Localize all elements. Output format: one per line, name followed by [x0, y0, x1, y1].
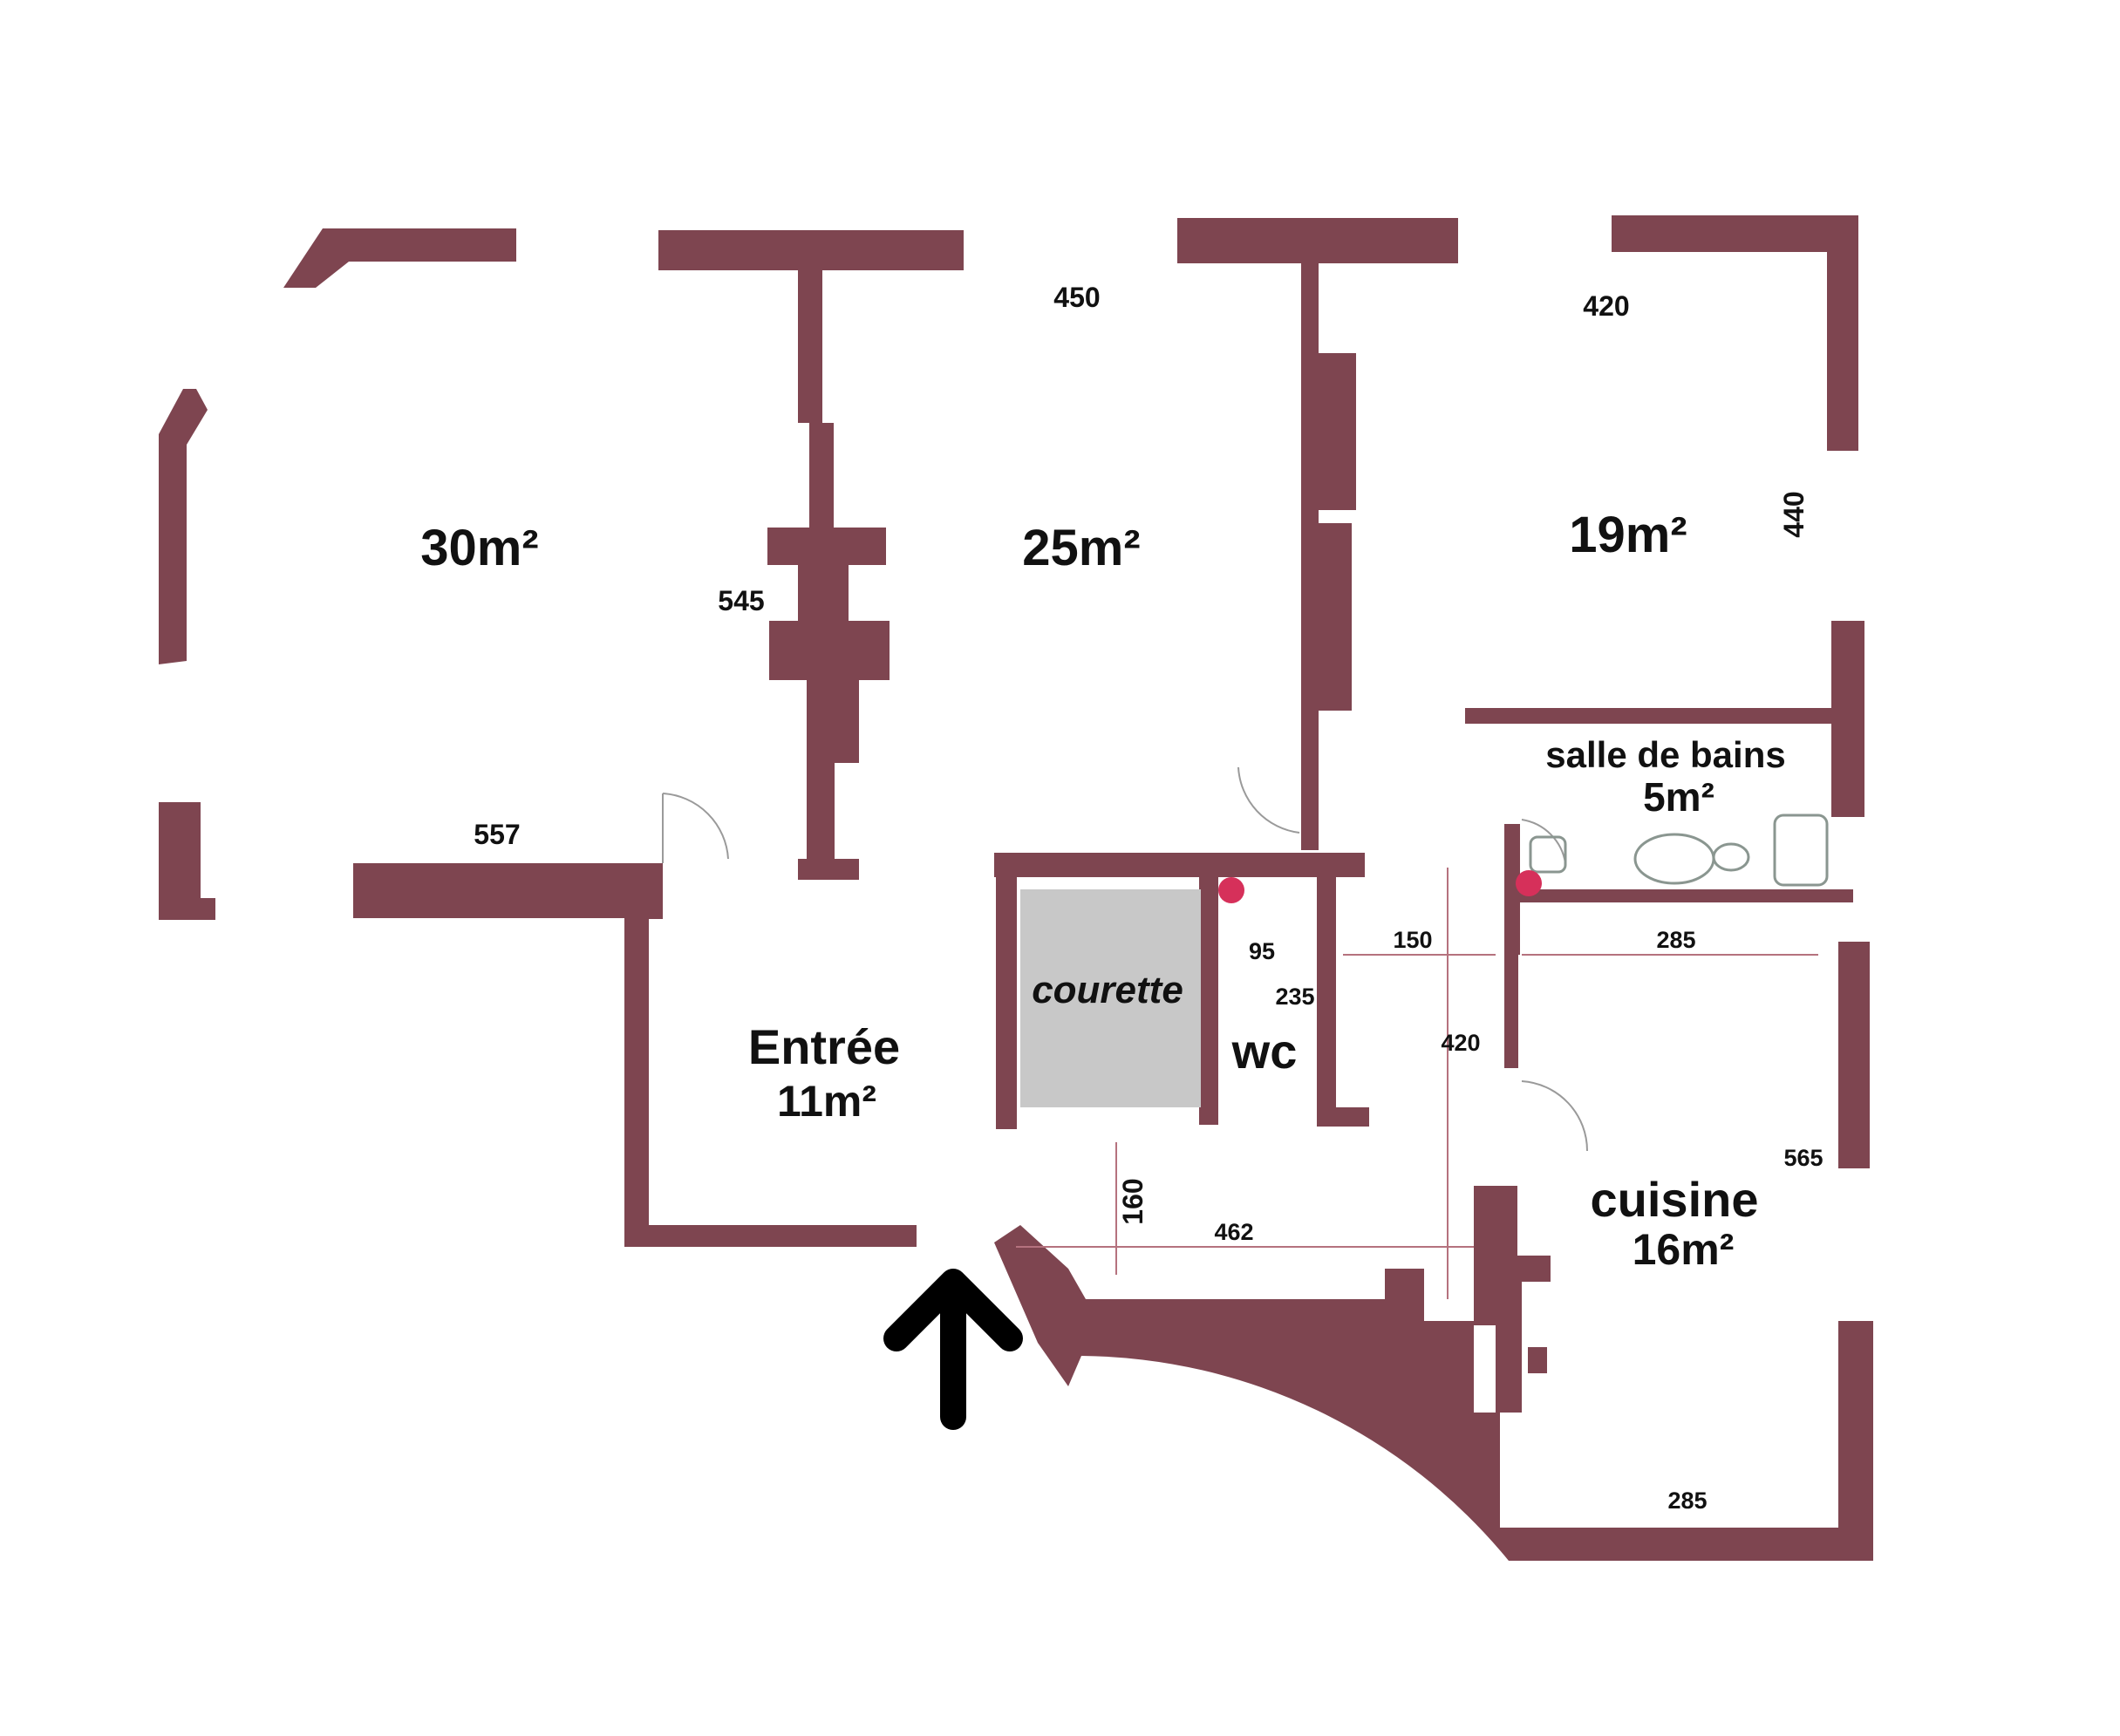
courette-label: courette — [1032, 969, 1183, 1011]
wall-wc-right — [1317, 872, 1336, 1125]
room-30-area: 30m² — [420, 520, 538, 576]
wall-pillar-2 — [769, 621, 890, 680]
dim-235: 235 — [1275, 984, 1314, 1010]
wall-kitchen-left-lower — [1496, 1282, 1522, 1413]
dim-557: 557 — [474, 819, 520, 850]
wall-kitchen-left-upper — [1504, 902, 1518, 1068]
dim-285-mid: 285 — [1656, 927, 1695, 953]
bath-fixtures — [1529, 814, 1829, 887]
dim-450: 450 — [1053, 282, 1100, 313]
wall-courette-top — [994, 853, 1365, 877]
room-19-area: 19m² — [1569, 507, 1687, 563]
dim-95: 95 — [1249, 938, 1275, 964]
wall-partition-2-bump — [1312, 353, 1356, 510]
wall-bottom-room1 — [353, 863, 663, 918]
wall-kitchen-small — [1528, 1347, 1547, 1373]
dim-440: 440 — [1778, 491, 1810, 537]
bathtub-icon — [1773, 814, 1829, 887]
dim-462: 462 — [1214, 1219, 1253, 1245]
wc-label: wc — [1231, 1024, 1298, 1079]
doors — [662, 766, 1589, 1152]
wall-partition-2-bump2 — [1312, 523, 1352, 711]
wall-right-lower — [1838, 1321, 1873, 1561]
courette-area — [1020, 889, 1201, 1107]
wall-partition-1 — [798, 262, 822, 423]
wall-top-2 — [1177, 218, 1458, 263]
wall-top-left-corner — [283, 228, 516, 288]
dim-545: 545 — [718, 585, 764, 616]
wall-partition-1-mid — [809, 423, 834, 528]
wall-partition-1-b — [798, 565, 849, 621]
dim-420-mid: 420 — [1441, 1030, 1480, 1056]
wall-right-kitchen — [1838, 942, 1870, 1168]
bathtub-basin-icon — [1633, 833, 1715, 885]
door-arc-3 — [1521, 1080, 1589, 1152]
wall-kitchen-step — [1498, 1256, 1551, 1282]
cuisine-name: cuisine — [1591, 1172, 1759, 1227]
wall-top-3 — [1612, 215, 1858, 252]
wall-curved — [994, 1225, 1535, 1561]
entree-area: 11m² — [777, 1077, 876, 1126]
walls — [159, 215, 1873, 1561]
wall-entree-bottom — [624, 1225, 917, 1247]
wall-entree-left — [624, 898, 649, 1247]
wall-bath-top — [1465, 708, 1849, 724]
wall-courette-left — [996, 853, 1017, 1129]
wall-left-bay — [159, 389, 208, 664]
door-arc-4 — [1521, 819, 1566, 864]
dim-150: 150 — [1393, 927, 1432, 953]
salle-de-bains-name: salle de bains — [1545, 734, 1785, 775]
door-arc-1 — [662, 793, 729, 860]
red-dot-icon — [1218, 877, 1244, 903]
wall-pillar-1 — [767, 528, 886, 565]
wall-courette-right — [1199, 872, 1218, 1125]
room-25-area: 25m² — [1022, 520, 1140, 576]
wall-left-bottom — [159, 898, 215, 920]
dimension-lines — [1016, 868, 1818, 1299]
wall-partition-1-foot — [798, 859, 859, 880]
basin-icon — [1712, 842, 1750, 872]
dim-565: 565 — [1783, 1145, 1823, 1171]
dim-160: 160 — [1117, 1178, 1149, 1224]
wall-right-upper — [1827, 248, 1858, 451]
salle-de-bains-area: 5m² — [1643, 774, 1714, 820]
dim-420-top: 420 — [1583, 290, 1629, 322]
wall-curved-bump — [1385, 1269, 1424, 1323]
wall-wc-foot — [1317, 1107, 1369, 1127]
wall-entree-left-top — [624, 898, 663, 919]
dim-285-bottom: 285 — [1667, 1488, 1707, 1514]
wall-kitchen-bottom — [1513, 1528, 1871, 1561]
toilet-icon — [1529, 835, 1567, 874]
wall-partition-1-c — [807, 680, 859, 763]
arrow-up-icon — [883, 1269, 1023, 1430]
entree-name: Entrée — [748, 1019, 900, 1074]
red-dot-icon — [1516, 870, 1542, 896]
wall-bath-bottom — [1504, 889, 1853, 902]
cuisine-area: 16m² — [1633, 1225, 1735, 1274]
door-arc-2 — [1237, 766, 1300, 834]
